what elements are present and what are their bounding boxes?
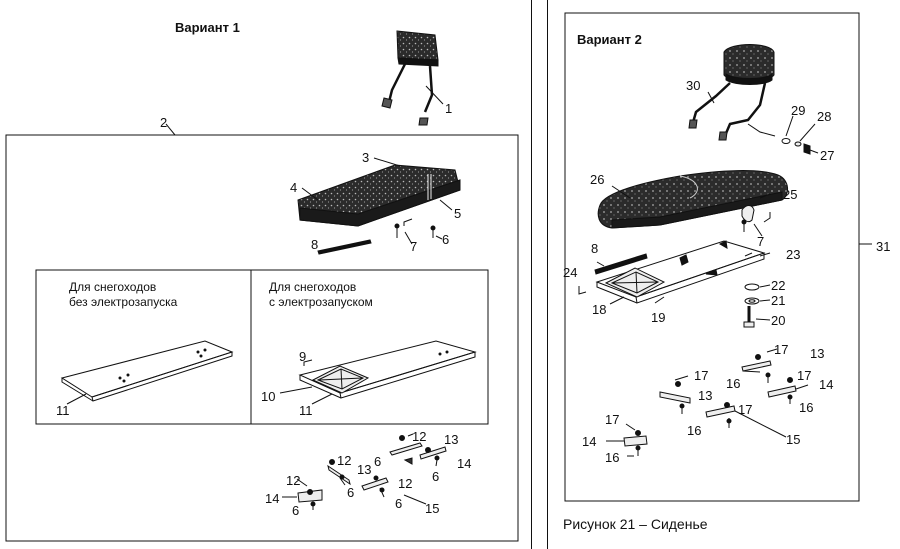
callout-v2-16a: 16	[726, 376, 741, 391]
callout-v2-22: 22	[771, 278, 786, 293]
divider-line-v2-left	[547, 0, 548, 549]
callout-v2-16c: 16	[687, 423, 702, 438]
callout-v2-14a: 14	[819, 377, 834, 392]
assembly-2-frame	[5, 134, 519, 542]
callout-v2-29: 29	[791, 103, 806, 118]
leader-2	[165, 123, 176, 136]
callout-v1-6d: 6	[347, 485, 355, 500]
callout-v1-5: 5	[454, 206, 462, 221]
base-19	[578, 240, 771, 328]
callout-v2-27: 27	[820, 148, 835, 163]
callout-v2-16b: 16	[799, 400, 814, 415]
seat-v2	[594, 170, 788, 275]
callout-v1-9: 9	[299, 349, 307, 364]
assembly-31-frame	[564, 12, 860, 502]
callout-v1-6a: 6	[442, 232, 450, 247]
callout-v2-17b: 17	[797, 368, 812, 383]
callout-v2-15: 15	[786, 432, 801, 447]
callout-v2-18: 18	[592, 302, 607, 317]
electric-start-box	[250, 269, 489, 425]
callout-v2-13b: 13	[698, 388, 713, 403]
callout-v2-20: 20	[771, 313, 786, 328]
callout-v2-19: 19	[651, 310, 666, 325]
callout-v2-28: 28	[817, 109, 832, 124]
callout-v2-8: 8	[591, 241, 599, 256]
mounting-parts-v1	[282, 433, 447, 510]
callout-v2-31: 31	[876, 239, 891, 254]
callout-v2-21: 21	[771, 293, 786, 308]
backrest-v1	[381, 30, 444, 126]
callout-v1-14b: 14	[265, 491, 280, 506]
seat-v1	[297, 157, 461, 255]
variant1-title: Вариант 1	[175, 20, 240, 35]
callout-v2-7: 7	[757, 234, 765, 249]
callout-v1-15: 15	[425, 501, 440, 516]
electric-start-label-line2: с электрозапуском	[269, 295, 373, 309]
callout-v2-30: 30	[686, 78, 701, 93]
callout-v2-23: 23	[786, 247, 801, 262]
callout-v1-11b: 11	[299, 403, 313, 418]
no-electric-start-label-line2: без электрозапуска	[69, 295, 178, 309]
divider-line-v1-right	[531, 0, 532, 549]
callout-v1-6b: 6	[374, 454, 382, 469]
no-electric-start-label-line1: Для снегоходов	[69, 280, 157, 294]
callout-v2-16d: 16	[605, 450, 620, 465]
callout-v1-6e: 6	[395, 496, 403, 511]
callout-v2-24: 24	[563, 265, 578, 280]
mounting-parts-v2	[606, 348, 809, 457]
callout-v1-4: 4	[290, 180, 298, 195]
callout-v1-8: 8	[311, 237, 319, 252]
callout-v1-6f: 6	[292, 503, 300, 518]
callout-v1-1: 1	[445, 101, 453, 116]
callout-v1-3: 3	[362, 150, 370, 165]
callout-v1-10: 10	[261, 389, 276, 404]
callout-v2-17d: 17	[738, 402, 753, 417]
callout-v1-12c: 12	[286, 473, 301, 488]
callout-v1-12d: 12	[398, 476, 413, 491]
callout-v2-26: 26	[590, 172, 605, 187]
base-11-plain	[60, 340, 234, 405]
callout-v1-12b: 12	[337, 453, 352, 468]
callout-v2-17c: 17	[694, 368, 709, 383]
variant2-title: Вариант 2	[577, 32, 642, 47]
figure-caption: Рисунок 21 – Сиденье	[563, 516, 708, 532]
callout-v1-11a: 11	[56, 403, 70, 418]
callout-v1-6c: 6	[432, 469, 440, 484]
callout-v1-12a: 12	[412, 429, 427, 444]
callout-v2-13a: 13	[810, 346, 825, 361]
callout-v1-13a: 13	[444, 432, 459, 447]
backrest-v2	[688, 44, 819, 155]
callout-v2-14b: 14	[582, 434, 597, 449]
callout-v1-7: 7	[410, 239, 418, 254]
callout-v2-17e: 17	[605, 412, 620, 427]
base-11-electric	[279, 340, 477, 405]
callout-v1-2: 2	[160, 115, 168, 130]
callout-v1-13b: 13	[357, 462, 372, 477]
callout-v1-14a: 14	[457, 456, 472, 471]
callout-v2-17a: 17	[774, 342, 789, 357]
electric-start-label-line1: Для снегоходов	[269, 280, 357, 294]
